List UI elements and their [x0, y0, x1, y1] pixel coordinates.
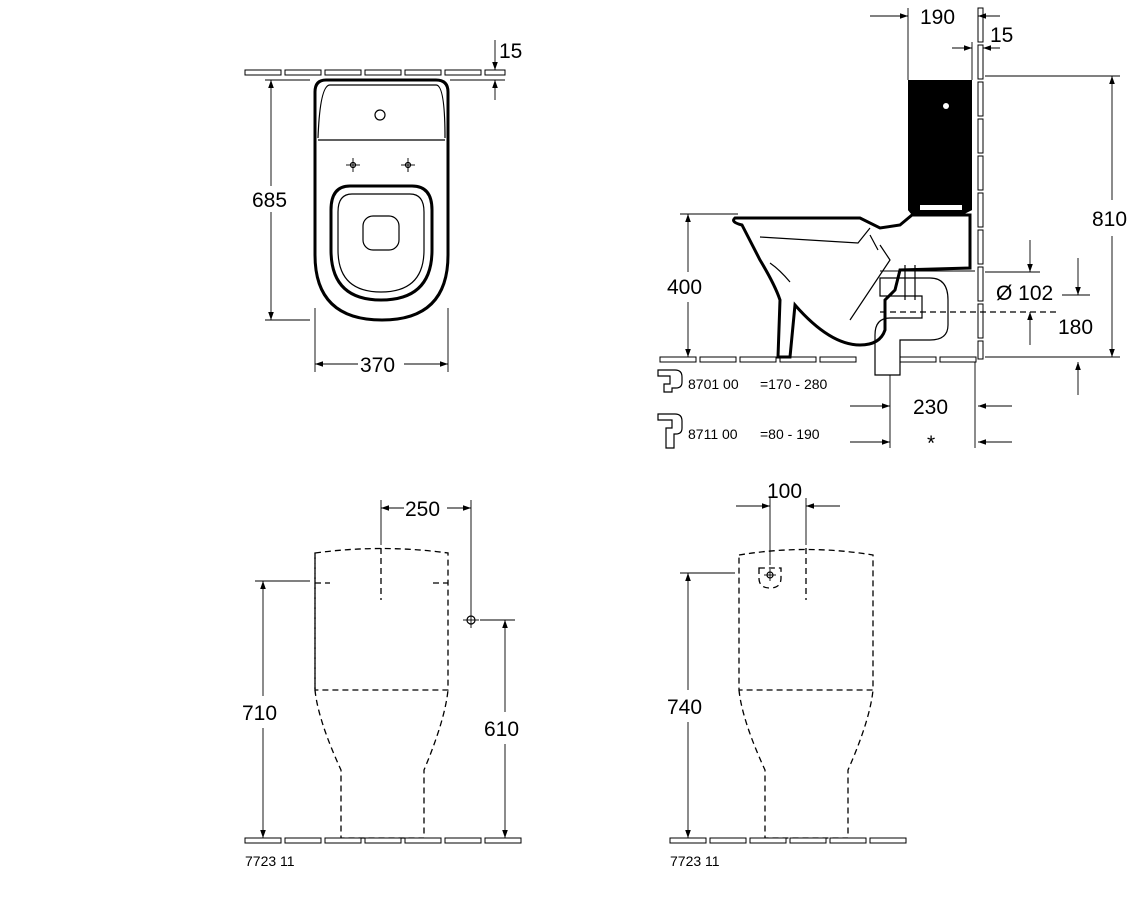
top-view-wall [244, 69, 506, 76]
front-view-floor [244, 837, 522, 844]
dim-side-asterisk: * [927, 432, 935, 455]
accessory-code-1: 8701 00 [688, 376, 739, 392]
accessory-range-1: =170 - 280 [760, 376, 828, 392]
top-view-bowl-opening [362, 215, 400, 251]
inlet-mark-icon [764, 569, 776, 581]
top-view: 685 370 15 [244, 40, 522, 377]
dim-side-outlet-height: 180 [1058, 316, 1093, 339]
article-number-front: 7723 11 [245, 853, 295, 869]
accessory-range-2: =80 - 190 [760, 426, 820, 442]
front-view-outline [314, 547, 449, 691]
side-view-wall [977, 7, 984, 360]
back-view-outline [738, 548, 874, 691]
dim-top-width: 370 [360, 354, 395, 377]
dim-side-seat-height: 400 [667, 276, 702, 299]
dim-back-height-total: 740 [667, 696, 702, 719]
front-view: 250 710 610 7723 11 [242, 498, 522, 869]
dim-side-wall-gap: 15 [990, 24, 1013, 47]
flush-button-icon [374, 109, 386, 121]
top-view-seat [329, 184, 434, 302]
top-view-outline [313, 78, 450, 322]
side-view: 190 15 810 400 Ø 102 180 230 * [659, 6, 1127, 455]
dim-top-depth: 15 [499, 40, 522, 63]
side-view-floor [659, 356, 977, 363]
dim-front-inlet-height: 610 [484, 718, 519, 741]
accessory-list: 8701 00 =170 - 280 8711 00 =80 - 190 [657, 369, 828, 449]
fixing-mark-icon [346, 158, 415, 172]
back-view: 100 740 7723 11 [667, 480, 907, 869]
dim-side-outlet-diameter: Ø 102 [996, 282, 1053, 305]
water-inlet-icon [463, 612, 479, 628]
dim-side-height-total: 810 [1092, 208, 1127, 231]
side-view-outlet-pipe [874, 277, 949, 376]
accessory-code-2: 8711 00 [688, 426, 738, 442]
side-view-bowl [732, 213, 972, 359]
dim-top-length: 685 [252, 189, 287, 212]
dim-front-height-total: 710 [242, 702, 277, 725]
dim-side-outlet-distance: 230 [913, 396, 948, 419]
p-trap-icon [657, 369, 683, 393]
back-view-floor [669, 837, 907, 844]
article-number-back: 7723 11 [670, 853, 720, 869]
dim-back-inlet-width: 100 [767, 480, 802, 503]
s-trap-icon [657, 413, 683, 449]
dim-side-tank-depth: 190 [920, 6, 955, 29]
top-view-tank-lid [317, 84, 446, 141]
dim-front-inlet-offset: 250 [405, 498, 440, 521]
